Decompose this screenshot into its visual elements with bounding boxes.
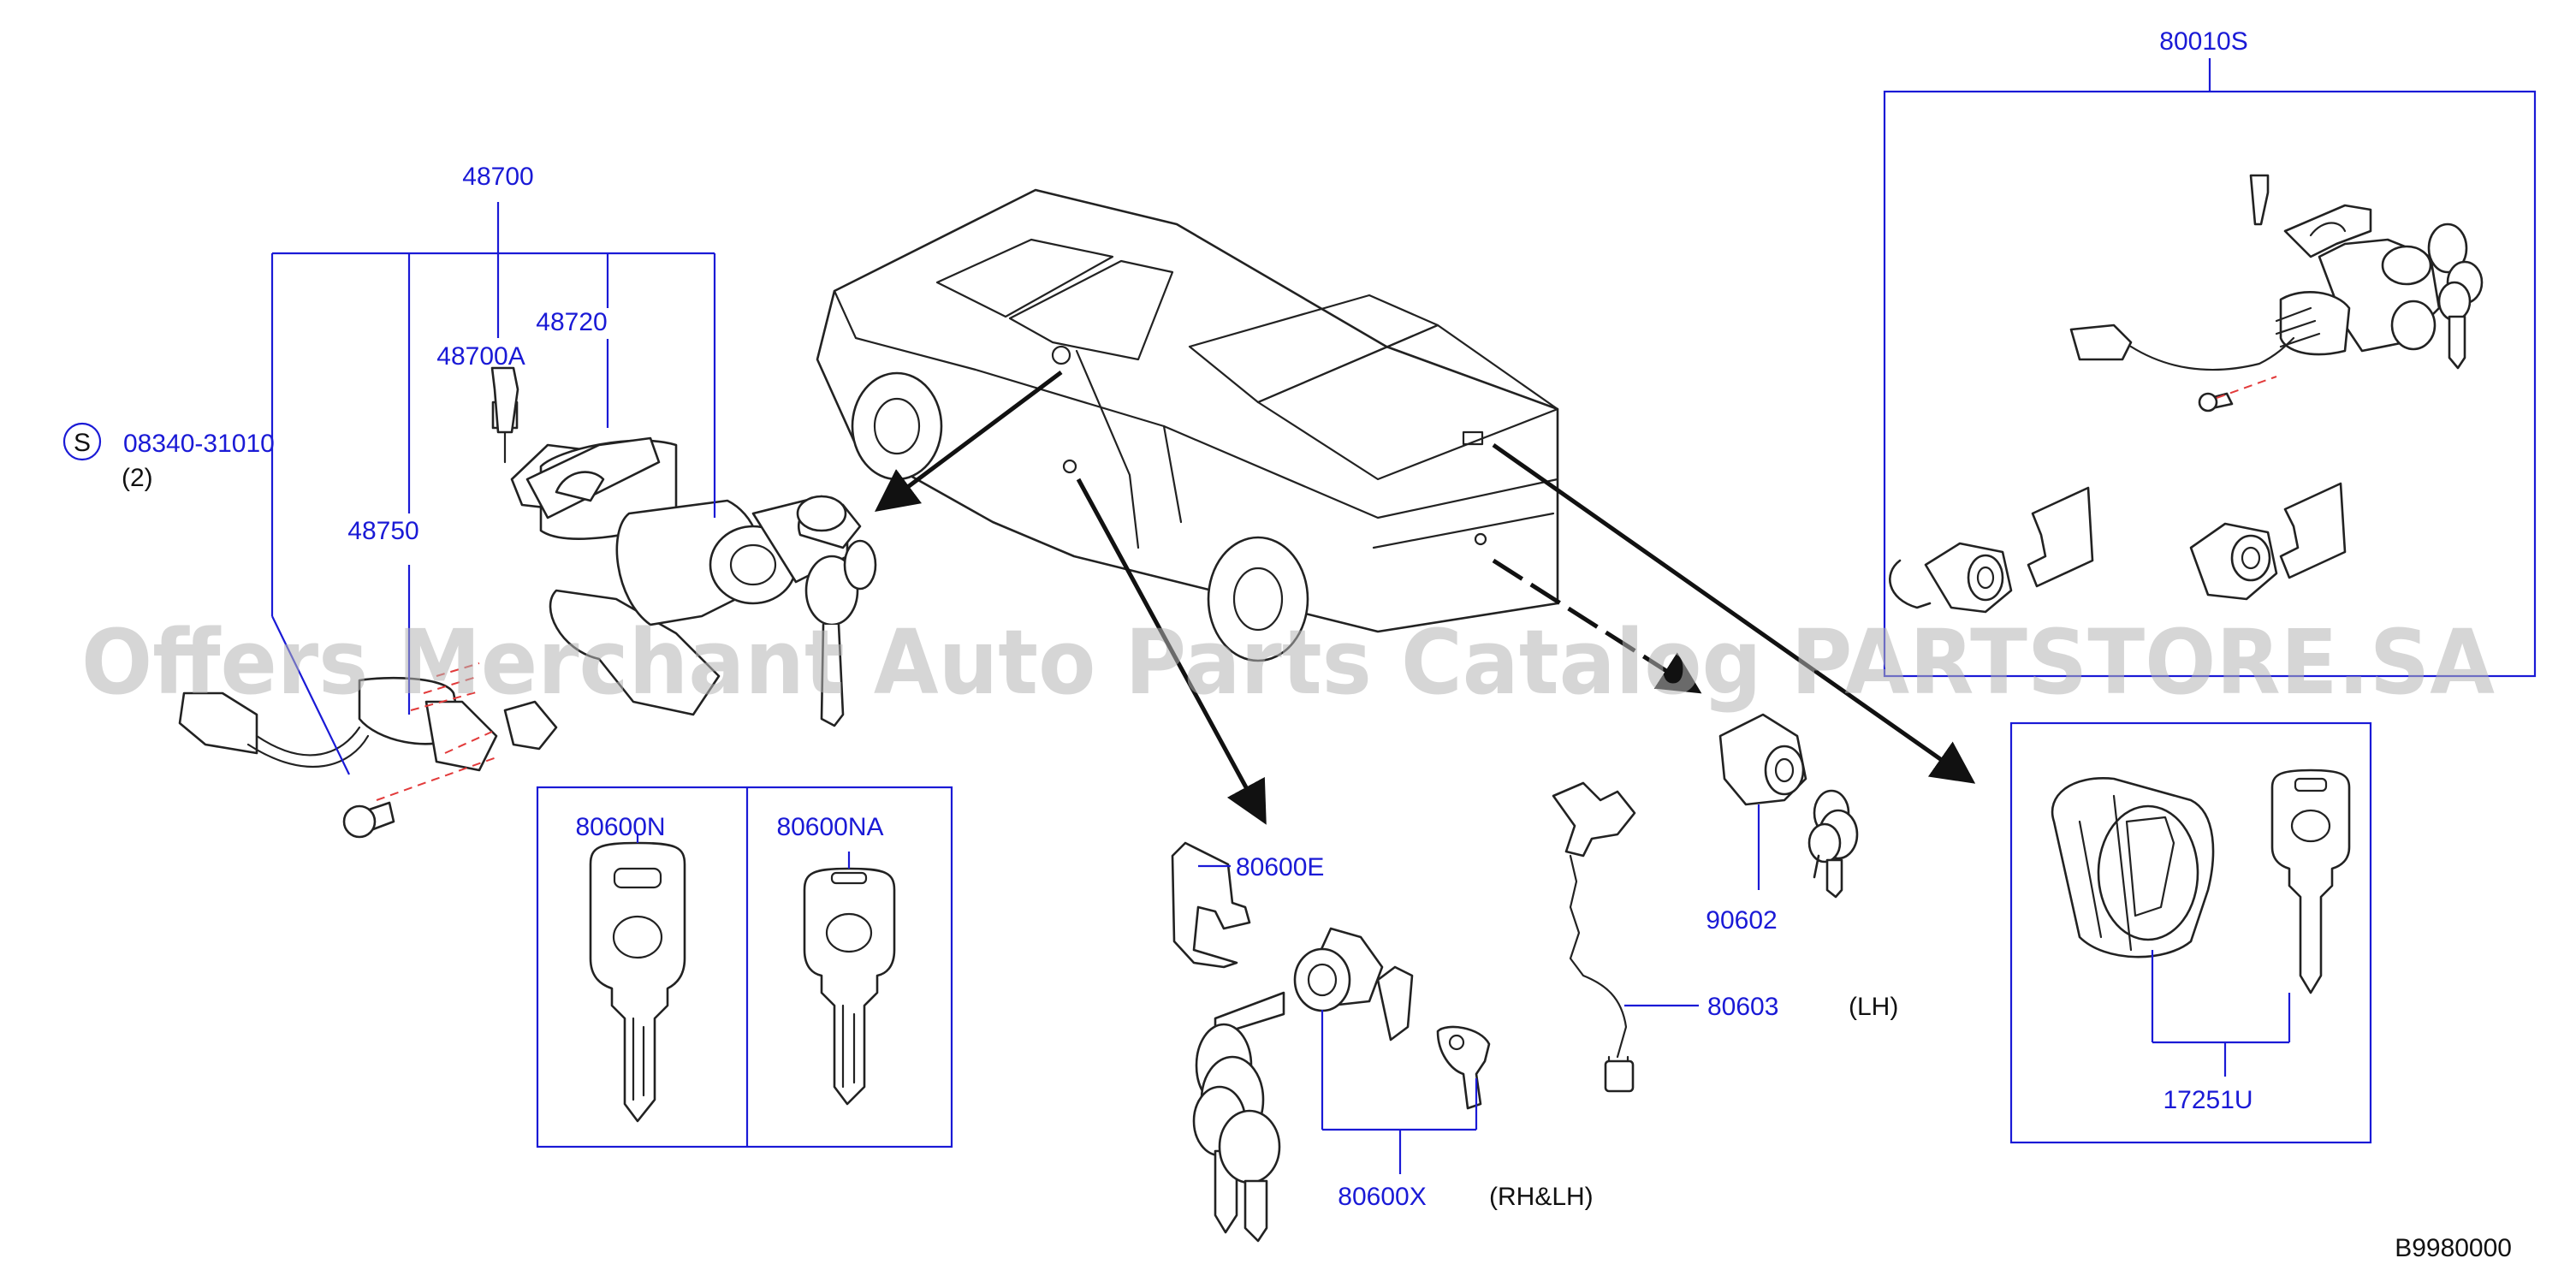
- label-48700: 48700: [462, 163, 533, 191]
- pickup-truck-illustration: [816, 188, 1559, 662]
- label-80600na: 80600NA: [776, 813, 883, 841]
- label-screw-qty: (2): [122, 464, 153, 492]
- label-lh: (LH): [1849, 993, 1898, 1021]
- s-symbol: S: [74, 429, 91, 457]
- label-80600e: 80600E: [1236, 853, 1324, 881]
- key-80600na-illustration: [803, 867, 896, 1106]
- label-80603: 80603: [1707, 993, 1778, 1021]
- label-rh-lh: (RH&LH): [1489, 1183, 1594, 1211]
- key-80600n-illustration: [589, 841, 686, 1123]
- watermark-text: Offers Merchant Auto Parts Catalog PARTS…: [81, 610, 2495, 715]
- callout-lines: [62, 58, 2537, 1174]
- label-48700a: 48700A: [436, 342, 525, 371]
- label-08340-31010: 08340-31010: [123, 430, 275, 458]
- door-lock-cylinder-80600x: [1171, 841, 1491, 1243]
- locator-arrows: [874, 370, 1976, 825]
- label-80010s: 80010S: [2159, 27, 2247, 56]
- clamp-and-bolt: [490, 366, 661, 519]
- callout-labels: 48700 48720 48700A 48750 S 08340-31010 (…: [74, 27, 2512, 1262]
- glove-box-lock-17251u: [2051, 769, 2351, 994]
- label-17251u: 17251U: [2163, 1086, 2253, 1114]
- label-80600x: 80600X: [1338, 1183, 1426, 1211]
- label-48720: 48720: [536, 308, 607, 336]
- diagram-code: B9980000: [2395, 1234, 2512, 1262]
- key-set-80010s-illustration: [1889, 174, 2484, 614]
- label-48750: 48750: [347, 517, 418, 545]
- label-90602: 90602: [1706, 906, 1777, 935]
- tailgate-lock-90602: [1718, 713, 1859, 899]
- label-80600n: 80600N: [575, 813, 665, 841]
- door-lock-rod-80603: [1552, 781, 1636, 1093]
